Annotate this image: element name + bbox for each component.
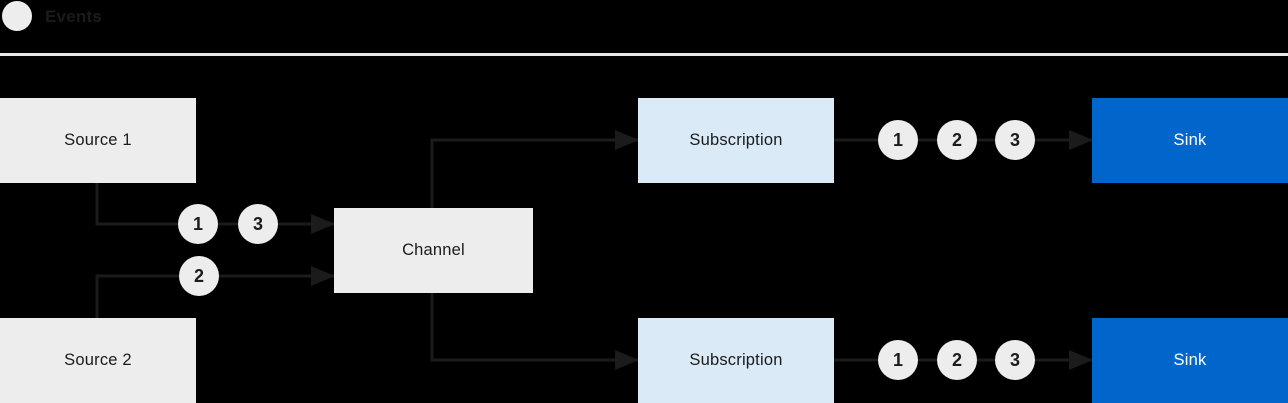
node-source-2: Source 2 xyxy=(0,318,196,403)
node-sink-1-label: Sink xyxy=(1173,131,1207,149)
node-subscription-1: Subscription xyxy=(638,98,834,183)
arrow-source2-to-channel xyxy=(95,266,335,318)
event-circle-2: 2 xyxy=(937,340,977,380)
node-channel: Channel xyxy=(334,208,533,293)
node-subscription-2-label: Subscription xyxy=(689,351,783,369)
event-circle-1: 1 xyxy=(878,340,918,380)
node-source-2-label: Source 2 xyxy=(64,351,132,369)
event-circle-3: 3 xyxy=(995,120,1035,160)
node-channel-label: Channel xyxy=(402,241,465,259)
event-circle-1: 1 xyxy=(878,120,918,160)
node-subscription-1-label: Subscription xyxy=(689,131,783,149)
event-circle-3: 3 xyxy=(238,204,278,244)
node-sink-2-label: Sink xyxy=(1173,351,1207,369)
node-sink-2: Sink xyxy=(1092,318,1288,403)
node-subscription-2: Subscription xyxy=(638,318,834,403)
legend-label: Events xyxy=(45,7,102,26)
event-legend-circle-icon xyxy=(2,1,32,31)
arrow-channel-to-subscription1 xyxy=(430,130,639,208)
legend-divider xyxy=(0,53,1288,56)
arrow-channel-to-subscription2 xyxy=(430,293,639,370)
event-circle-2: 2 xyxy=(937,120,977,160)
node-source-1-label: Source 1 xyxy=(64,131,132,149)
node-sink-1: Sink xyxy=(1092,98,1288,183)
node-source-1: Source 1 xyxy=(0,98,196,183)
event-circle-1: 1 xyxy=(178,204,218,244)
event-circle-3: 3 xyxy=(995,340,1035,380)
event-circle-2: 2 xyxy=(179,256,219,296)
